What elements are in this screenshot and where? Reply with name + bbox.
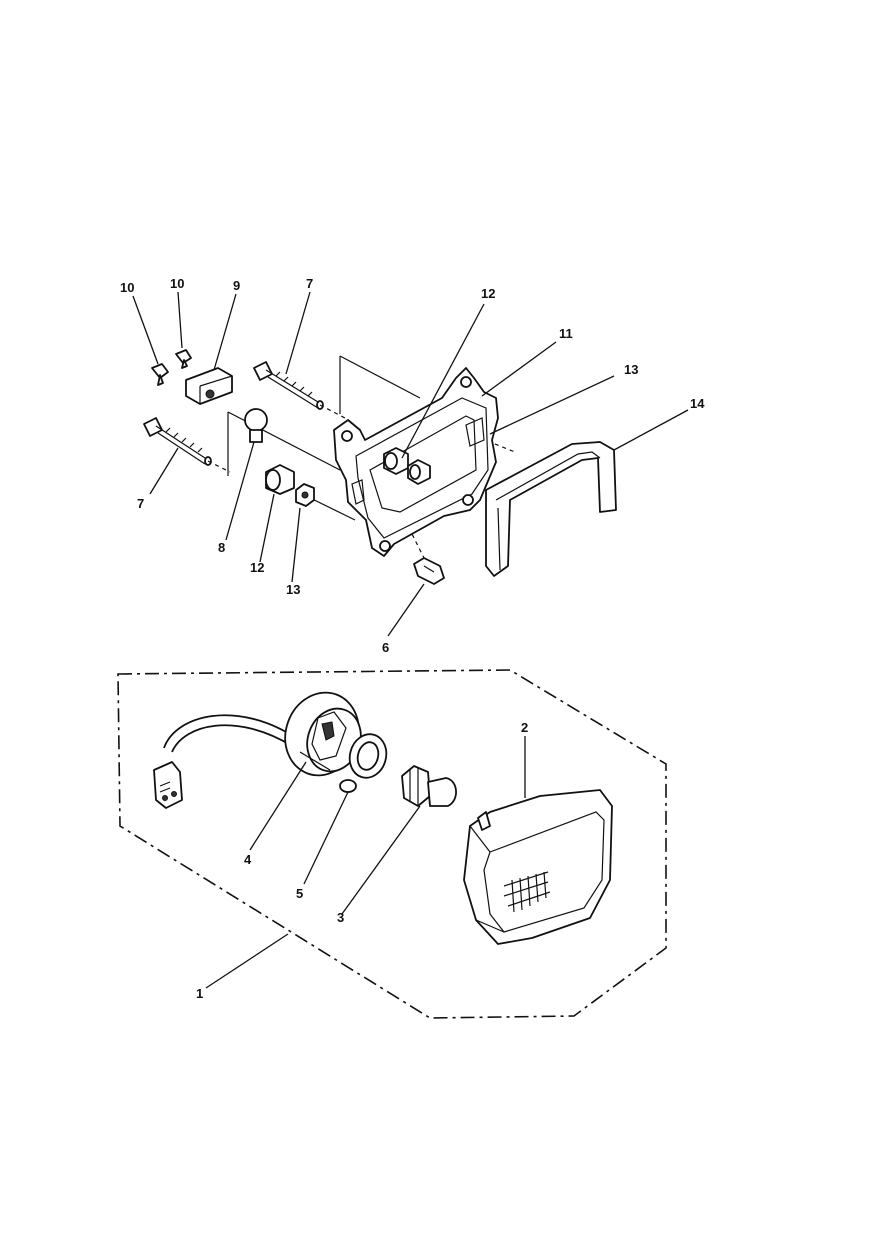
callout-8: 8: [218, 540, 225, 555]
adjuster-6: [413, 557, 445, 585]
callout-10-right: 10: [170, 276, 184, 291]
callout-7-lower: 7: [137, 496, 144, 511]
callout-1: 1: [196, 986, 203, 1001]
callout-7-upper: 7: [306, 276, 313, 291]
nut-13-left: [295, 483, 315, 507]
mounting-strap-14: [485, 441, 617, 577]
callout-3: 3: [337, 910, 344, 925]
callout-12-upper: 12: [481, 286, 495, 301]
callout-6: 6: [382, 640, 389, 655]
bolt-7-upper: [253, 361, 324, 410]
grommet-12-bracket: [383, 447, 431, 485]
headlamp-bulb-3: [401, 765, 457, 807]
bulb-holder-4: [153, 691, 362, 809]
callout-12-lower: 12: [250, 560, 264, 575]
screw-10-left: [151, 363, 169, 386]
headlamp-unit-outline: [117, 669, 667, 1019]
screw-10-right: [175, 349, 192, 369]
bolt-7-lower: [143, 417, 212, 466]
headlamp-lens-2: [463, 789, 613, 945]
callout-14: 14: [690, 396, 705, 411]
bulb-8: [244, 408, 268, 443]
clamp-9: [185, 367, 233, 405]
callout-13-upper: 13: [624, 362, 638, 377]
bulb-retainer: [348, 733, 388, 779]
callout-13-lower: 13: [286, 582, 300, 597]
callout-11: 11: [559, 326, 573, 341]
callout-4: 4: [244, 852, 252, 867]
callout-5: 5: [296, 886, 303, 901]
retaining-clip-5: [339, 779, 357, 793]
grommet-12-left: [265, 464, 295, 495]
callout-10-left: 10: [120, 280, 134, 295]
callout-2: 2: [521, 720, 528, 735]
callout-9: 9: [233, 278, 240, 293]
